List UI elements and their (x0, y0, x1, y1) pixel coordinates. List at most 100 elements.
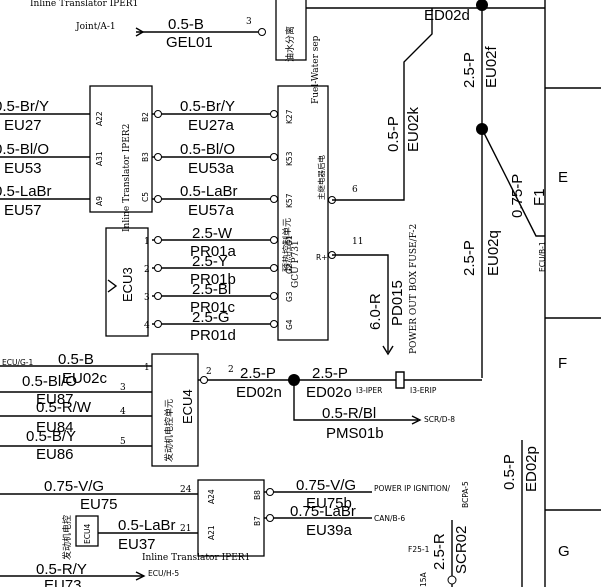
arrow (411, 415, 422, 425)
wire-gauge-eu02c: 0.5-B (58, 351, 94, 368)
wire-main-riser (432, 7, 483, 378)
wire-code-eu57: EU57 (4, 202, 42, 219)
wire-code-eu02f: EU02f (483, 45, 500, 88)
gcu-cn2: 主继电器后电 (316, 155, 326, 200)
gcu-pin-g3: G3 (285, 291, 294, 302)
wire-code-pr01b: PR01b (190, 271, 236, 288)
pin (154, 110, 162, 118)
ecu3-pin-1: 1 (144, 237, 150, 247)
pin (154, 195, 162, 203)
wire-gauge-scr02: 2.5-R (431, 533, 448, 570)
wire-code-eu75b: EU75b (306, 495, 352, 512)
fuel-water-separator-box (275, 0, 307, 61)
wire-gauge-gel01: 0.5-B (168, 16, 204, 33)
ecu3-break (107, 279, 118, 293)
wire-gauge-ed02p: 0.5-P (501, 454, 518, 490)
ecu-h5-ref: ECU/H-5 (148, 569, 179, 578)
ecu4-small-box (75, 515, 99, 547)
ecu3-wires (152, 239, 274, 325)
fuse-amp: 15A (419, 571, 428, 587)
connector-pin (258, 28, 266, 36)
gcu-pin-11: 11 (352, 237, 363, 247)
wire-gauge-eu53a: 0.5-Bl/O (180, 141, 235, 158)
gcu-pin-6: 6 (352, 185, 358, 195)
zone-e: E (558, 169, 568, 186)
iper1-left-wires (0, 493, 198, 534)
ecu3-name: ECU3 (120, 267, 135, 302)
pin (270, 236, 278, 244)
wire-gauge-eu57: 0.5-LaBr (0, 183, 52, 200)
wire-gauge-eu73: 0.5-R/Y (36, 561, 87, 578)
pin (154, 153, 162, 161)
wire-code-eu86: EU86 (36, 446, 74, 463)
wire-code-pd015: PD015 (389, 280, 406, 326)
bcpa-ref: BCPA-5 (461, 481, 470, 508)
pin (270, 320, 278, 328)
wire-code-eu57a: EU57a (188, 202, 235, 219)
wire-code-eu37: EU37 (118, 536, 156, 553)
mid-pin-2: 2 (228, 365, 234, 375)
iper2-pin-b3: B3 (141, 152, 150, 162)
pin (266, 514, 274, 522)
wire-gauge-pr01d: 2.5-G (192, 309, 230, 326)
ecu4-name: ECU4 (180, 389, 195, 424)
wire-gauge-eu84: 0.5-R/W (36, 399, 92, 416)
ecu4-pin-3: 3 (120, 383, 126, 393)
wire-gauge-eu57a: 0.5-LaBr (180, 183, 238, 200)
wire-arrow (135, 27, 145, 37)
gcu-pin-g1: G1 (285, 235, 294, 246)
ecu4-pin-1: 1 (144, 363, 150, 373)
iper1-name: Inline Translator IPER1 (142, 553, 250, 563)
wire-code-eu84: EU84 (36, 419, 74, 436)
power-ip-ref: POWER IP IGNITION/ (374, 484, 450, 493)
wire-code-ed02p: ED02p (523, 446, 540, 492)
ecu4-pin-4: 4 (120, 407, 126, 417)
iper2-name: Inline Translator IPER2 (122, 124, 132, 232)
fuel-sep-cn: 油水分离 (284, 26, 296, 62)
iper2-pin-a31: A31 (95, 151, 104, 166)
arrow (135, 571, 146, 581)
joint-ref: Joint/A-1 (75, 22, 116, 32)
left-wires (0, 113, 90, 200)
iper1-pin-a24: A24 (207, 489, 216, 504)
wire-pms01b (293, 380, 418, 421)
wire-gauge-eu27: 0.5-Br/Y (0, 98, 49, 115)
gcu-pin-g2: G2 (285, 263, 294, 274)
wire-code-eu27: EU27 (4, 117, 42, 134)
iper1-pin-a21: A21 (207, 525, 216, 540)
wire-code-eu75: EU75 (80, 496, 118, 513)
zone-f: F (558, 355, 567, 372)
ecu4-pin-5: 5 (120, 437, 126, 447)
wire-code-ed02d: ED02d (424, 7, 470, 24)
ecu4-small-cn: 发动机电控 (61, 515, 73, 560)
zone-g: G (558, 543, 570, 560)
pin (154, 236, 162, 244)
wire-gauge-eu75: 0.75-V/G (44, 478, 104, 495)
wire-code-eu27a: EU27a (188, 117, 235, 134)
wire-eu02k (332, 8, 433, 201)
ecu3-pin-2: 2 (144, 265, 150, 275)
gcu-name: GCU P731 (291, 240, 301, 288)
gcu-pin-k57: K57 (285, 193, 294, 208)
wire-code-pr01c: PR01c (190, 299, 236, 316)
iper1-right-wires (264, 491, 372, 519)
wire-code-eu39a: EU39a (306, 522, 353, 539)
wire-gauge-eu02f: 2.5-P (461, 52, 478, 88)
wire-gauge-eu86: 0.5-B/Y (26, 428, 76, 445)
pin (270, 153, 278, 161)
power-out-box-ref: POWER OUT BOX FUSE/F-2 (409, 224, 419, 354)
wire-gauge-f1: 0.75-P (509, 174, 526, 218)
wire-gauge-eu53: 0.5-Bl/O (0, 141, 49, 158)
wire-code-pr01d: PR01d (190, 327, 236, 344)
wire-code-eu02k: EU02k (405, 106, 422, 152)
wire-code-ed02n: ED02n (236, 384, 282, 401)
wire-gauge-eu75b: 0.75-V/G (296, 477, 356, 494)
wire-code-eu53: EU53 (4, 160, 42, 177)
wire-gauge-pr01b: 2.5-Y (192, 253, 228, 270)
wire-gauge-eu02q: 2.5-P (461, 240, 478, 276)
ecu4-small-name: ECU4 (83, 524, 92, 544)
wire-gauge-pms01b: 0.5-R/Bl (322, 405, 376, 422)
iper2-pin-a9: A9 (95, 196, 104, 206)
